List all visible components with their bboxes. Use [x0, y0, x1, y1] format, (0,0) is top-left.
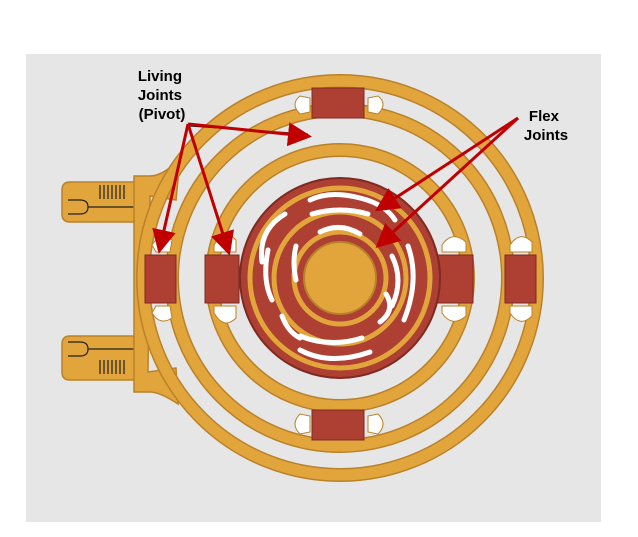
living-joint-bottom	[311, 409, 365, 441]
arrow-flex-lower	[375, 116, 520, 249]
living-joints-line-1: Living	[138, 68, 182, 85]
outer-ring	[136, 74, 544, 482]
solder-pad-icon	[99, 360, 125, 374]
center-hub	[303, 241, 377, 315]
arrow-flex-upper	[374, 116, 519, 212]
living-joint-top	[311, 87, 365, 119]
living-joints	[144, 87, 537, 441]
living-joints-label: Living Joints (Pivot)	[138, 68, 186, 123]
living-joints-line-2: Joints	[138, 87, 182, 104]
living-joint-left-inner	[204, 254, 240, 304]
arrow-living-top	[187, 122, 312, 147]
living-joint-left-outer	[144, 254, 177, 304]
living-joint-right-inner	[436, 254, 474, 304]
arrow-living-left-outer	[152, 123, 190, 254]
flex-joints-line-1: Flex	[529, 108, 560, 125]
arrow-living-left-inner	[186, 123, 234, 256]
flex-joints-line-2: Joints	[524, 127, 568, 144]
living-joint-right-outer	[504, 254, 537, 304]
annotation-arrows	[152, 116, 520, 256]
flex-joint-disc	[239, 177, 441, 379]
flex-joints-label: Flex Joints	[524, 108, 568, 144]
solder-pad-icon	[99, 185, 125, 199]
living-joints-line-3: (Pivot)	[139, 106, 186, 123]
connector-tab-upper	[61, 181, 149, 223]
